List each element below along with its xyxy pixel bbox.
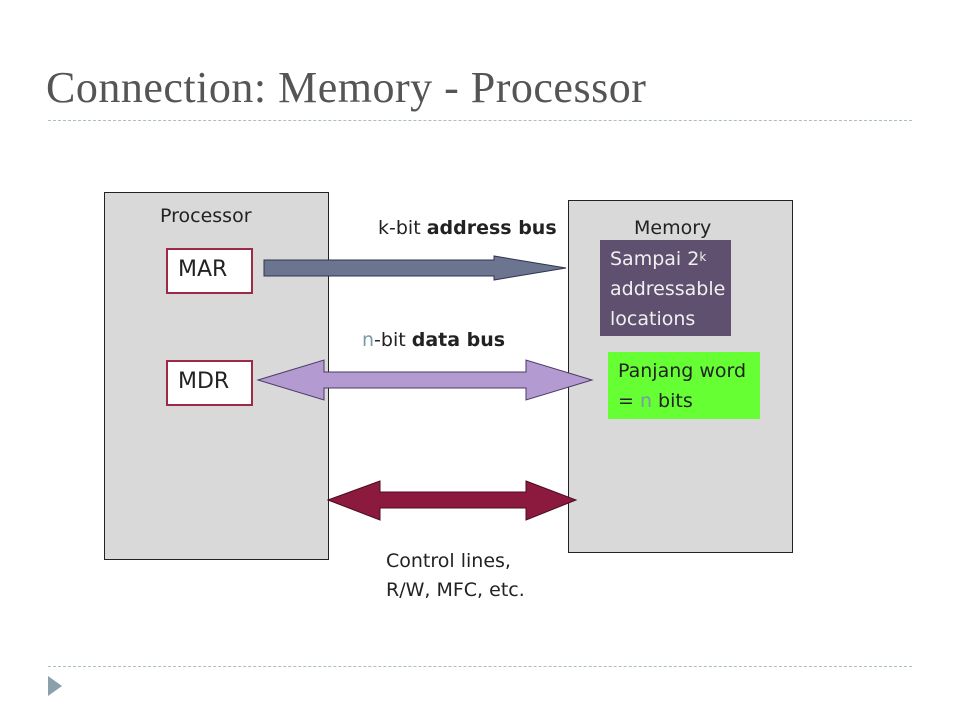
word-line1: Panjang word (618, 360, 747, 382)
word-line2: = n bits (618, 390, 693, 412)
data-bus-arrow (256, 359, 594, 401)
address-bus-arrow (263, 255, 567, 281)
title-divider (48, 120, 912, 121)
data-bus-label: n-bit data bus (362, 329, 506, 351)
control-line1: Control lines, (386, 550, 511, 572)
addressable-locations-box: Sampai 2k addressable locations (600, 240, 731, 336)
memory-label: Memory (634, 217, 712, 239)
mar-register: MAR (166, 248, 253, 294)
mdr-label: MDR (178, 369, 230, 394)
word-length-box: Panjang word = n bits (608, 352, 760, 419)
address-bus-label: k-bit address bus (378, 217, 557, 239)
addressable-line2: addressable (610, 278, 726, 300)
control-lines-label: Control lines, R/W, MFC, etc. (386, 547, 525, 605)
control-bus-arrow (326, 480, 578, 521)
processor-label: Processor (160, 205, 252, 227)
play-triangle-icon (48, 676, 62, 696)
addressable-line1: Sampai 2k (610, 248, 707, 270)
mar-label: MAR (178, 257, 228, 282)
footer-divider (48, 666, 912, 667)
mdr-register: MDR (166, 360, 253, 406)
addressable-line3: locations (610, 308, 696, 330)
slide-title: Connection: Memory - Processor (46, 63, 647, 112)
control-line2: R/W, MFC, etc. (386, 579, 525, 601)
